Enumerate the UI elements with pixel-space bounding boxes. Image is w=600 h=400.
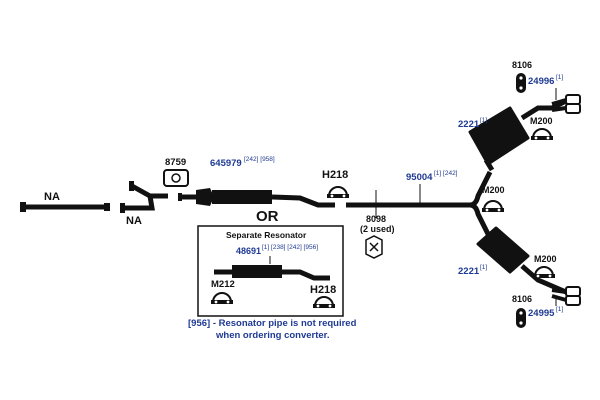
label-na-left: NA — [44, 191, 60, 203]
label-2221-top-ref: [1] — [480, 117, 487, 124]
label-95004: 95004 — [406, 172, 433, 183]
donut-gasket-icon — [365, 235, 383, 259]
exhaust-tip-icon — [551, 94, 581, 114]
label-2221-bottom: 2221 — [458, 266, 480, 277]
label-or: OR — [256, 208, 279, 225]
label-8106-bottom: 8106 — [512, 294, 532, 304]
label-2221-bottom-ref: [1] — [480, 264, 487, 271]
resonator-refs: [1] [238] [242] [956] — [262, 244, 318, 251]
label-24995-ref: [1] — [556, 306, 563, 313]
label-24995: 24995 — [528, 308, 555, 319]
muffler-icon — [468, 97, 570, 172]
label-2221-top: 2221 — [458, 119, 480, 130]
label-645979: 645979 — [210, 158, 242, 169]
clamp-icon — [532, 266, 556, 279]
gasket-icon — [163, 169, 189, 187]
hanger-icon — [516, 73, 526, 93]
label-8106-top: 8106 — [512, 60, 532, 70]
clamp-icon — [481, 200, 505, 213]
intermediate-pipe-95004 — [346, 170, 493, 240]
resonator-pipe — [214, 265, 330, 281]
label-m200-mid: M200 — [482, 185, 505, 195]
label-m200-top: M200 — [530, 116, 553, 126]
clamp-icon — [326, 186, 350, 199]
label-645979-refs: [242] [958] — [244, 156, 275, 163]
footnote-line1: [956] - Resonator pipe is not required — [188, 318, 357, 329]
y-pipe — [120, 181, 168, 213]
label-24996-ref: [1] — [556, 74, 563, 81]
label-m200-bottom: M200 — [534, 254, 557, 264]
label-8098-qty: (2 used) — [360, 224, 395, 234]
label-na-right: NA — [126, 215, 142, 227]
label-h218: H218 — [322, 169, 348, 181]
label-24996: 24996 — [528, 76, 554, 87]
label-8098: 8098 — [366, 214, 386, 224]
label-8759: 8759 — [165, 157, 186, 168]
clamp-icon — [530, 128, 554, 141]
label-95004-refs: [1] [242] — [434, 170, 458, 177]
resonator-m212: M212 — [211, 279, 235, 290]
converter-pipe — [178, 188, 335, 208]
resonator-h218: H218 — [310, 284, 336, 296]
resonator-part: 48691 — [236, 246, 261, 256]
resonator-title: Separate Resonator — [226, 230, 307, 240]
footnote-line2: when ordering converter. — [215, 330, 330, 341]
hanger-icon — [516, 308, 526, 328]
front-pipe-left — [20, 202, 110, 212]
exhaust-tip-icon — [551, 286, 581, 306]
